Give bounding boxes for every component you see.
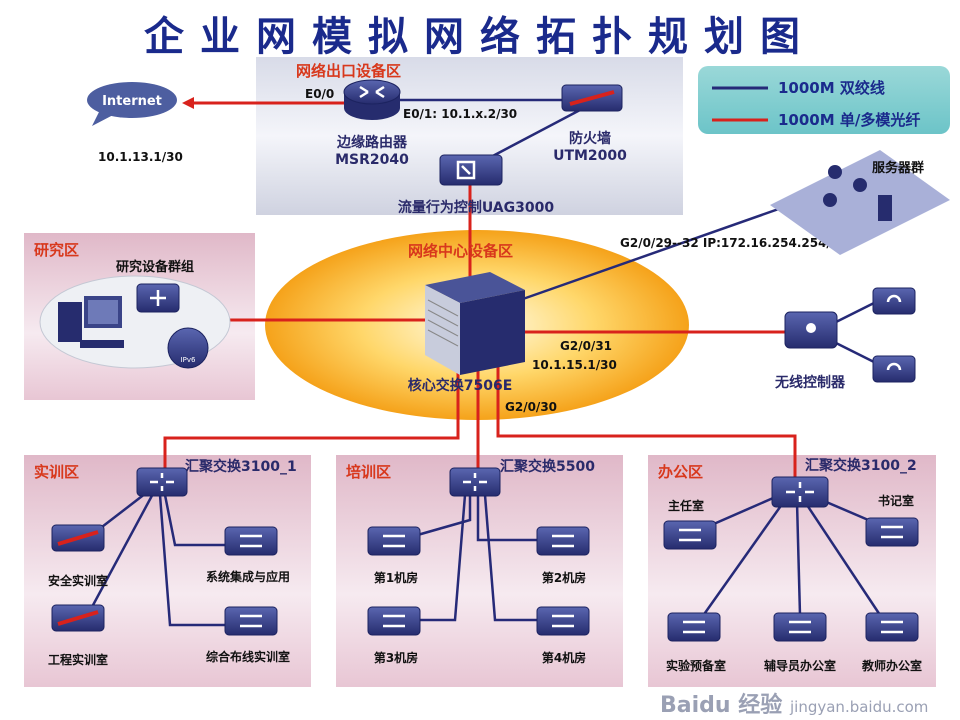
wireless-controller-icon — [784, 311, 838, 349]
aggregation-switch-icon — [449, 467, 501, 497]
room-label: 第3机房 — [374, 650, 418, 665]
access-switch-icon — [865, 612, 919, 642]
link-wlan-ap2 — [829, 338, 881, 367]
core-ip-wlan: 10.1.15.1/30 — [532, 358, 617, 372]
room-label: 主任室 — [668, 498, 704, 513]
arrow-icon — [182, 97, 194, 109]
room-label: 教师办公室 — [861, 658, 922, 673]
access-switch-icon — [536, 526, 590, 556]
room-label: 第4机房 — [542, 650, 586, 665]
room-label: 辅导员办公室 — [764, 658, 836, 673]
core-switch-icon — [425, 272, 525, 375]
wireless-controller-label: 无线控制器 — [774, 374, 846, 391]
ipv6-router-icon: IPv6 — [167, 327, 209, 369]
access-switch-icon — [367, 606, 421, 636]
firewall-name: 防火墙 — [569, 130, 611, 147]
server-group-label: 服务器群 — [872, 160, 924, 176]
link-core-3100-1 — [163, 360, 460, 470]
router-port-e01: E0/1: 10.1.x.2/30 — [403, 107, 517, 121]
firewall-icon — [51, 604, 105, 632]
room-label: 书记室 — [878, 493, 914, 508]
watermark-url: jingyan.baidu.com — [789, 698, 928, 716]
router-icon — [343, 79, 401, 120]
router-name: 边缘路由器 — [336, 134, 408, 151]
access-point-icon — [872, 355, 916, 383]
exit-zone-title: 网络出口设备区 — [296, 62, 401, 80]
firewall-model: UTM2000 — [553, 148, 627, 164]
access-switch-icon — [367, 526, 421, 556]
access-switch-icon — [865, 517, 919, 547]
uag-label: 流量行为控制UAG3000 — [398, 199, 554, 216]
research-group-label: 研究设备群组 — [116, 259, 194, 275]
room-label: 工程实训室 — [48, 652, 108, 667]
lab-switch-label: 汇聚交换5500 — [500, 458, 595, 475]
legend-label-fiber: 1000M 单/多模光纤 — [778, 111, 920, 129]
aggregation-switch-icon — [771, 476, 829, 508]
legend-label-twisted-pair: 1000M 双绞线 — [778, 79, 885, 97]
firewall-icon — [51, 524, 105, 552]
room-label: 第1机房 — [374, 570, 418, 585]
research-zone-title: 研究区 — [34, 241, 79, 259]
room-label: 安全实训室 — [48, 573, 108, 588]
office-switch-label: 汇聚交换3100_2 — [805, 457, 917, 474]
core-port-servers: G2/0/29--32 IP:172.16.254.254/24 — [620, 236, 848, 250]
internet-cloud: Internet — [87, 82, 177, 126]
aggregation-switch-icon — [136, 467, 188, 497]
core-port-down: G2/0/30 — [505, 400, 557, 414]
access-switch-icon — [224, 526, 278, 556]
access-switch-icon — [667, 612, 721, 642]
internet-ip: 10.1.13.1/30 — [98, 150, 183, 164]
training-switch-label: 汇聚交换3100_1 — [185, 458, 297, 475]
core-switch-label: 核心交换7506E — [408, 377, 513, 394]
baidu-watermark: Baidu 经验 jingyan.baidu.com — [660, 692, 928, 718]
training-zone-title: 实训区 — [34, 463, 79, 481]
room-label: 实验预备室 — [666, 658, 726, 673]
legend: 1000M 双绞线 1000M 单/多模光纤 — [698, 66, 950, 134]
switch-icon — [136, 283, 180, 313]
firewall-icon — [561, 84, 623, 112]
link-core-3100-2 — [496, 360, 797, 478]
room-label: 第2机房 — [542, 570, 586, 585]
core-zone-title: 网络中心设备区 — [408, 242, 513, 260]
access-switch-icon — [536, 606, 590, 636]
page-title: 企业网模拟网络拓扑规划图 — [144, 13, 816, 60]
lab-zone-title: 培训区 — [346, 463, 391, 481]
access-switch-icon — [773, 612, 827, 642]
room-label: 系统集成与应用 — [206, 569, 290, 584]
server-group-icon — [770, 150, 950, 255]
link-wlan-ap1 — [829, 298, 881, 327]
watermark-logo: Baidu 经验 — [660, 692, 782, 718]
office-zone-title: 办公区 — [658, 463, 703, 481]
access-switch-icon — [224, 606, 278, 636]
internet-label: Internet — [102, 94, 162, 109]
svg-text:IPv6: IPv6 — [181, 356, 196, 364]
links — [83, 97, 882, 627]
router-port-e00: E0/0 — [305, 87, 334, 101]
workstation-icon — [58, 296, 124, 348]
access-point-icon — [872, 287, 916, 315]
access-switch-icon — [663, 520, 717, 550]
link-core-servers — [519, 203, 791, 302]
room-label: 综合布线实训室 — [206, 649, 290, 664]
router-model: MSR2040 — [335, 152, 409, 168]
core-port-wlan: G2/0/31 — [560, 339, 612, 353]
uag-icon — [439, 154, 503, 186]
